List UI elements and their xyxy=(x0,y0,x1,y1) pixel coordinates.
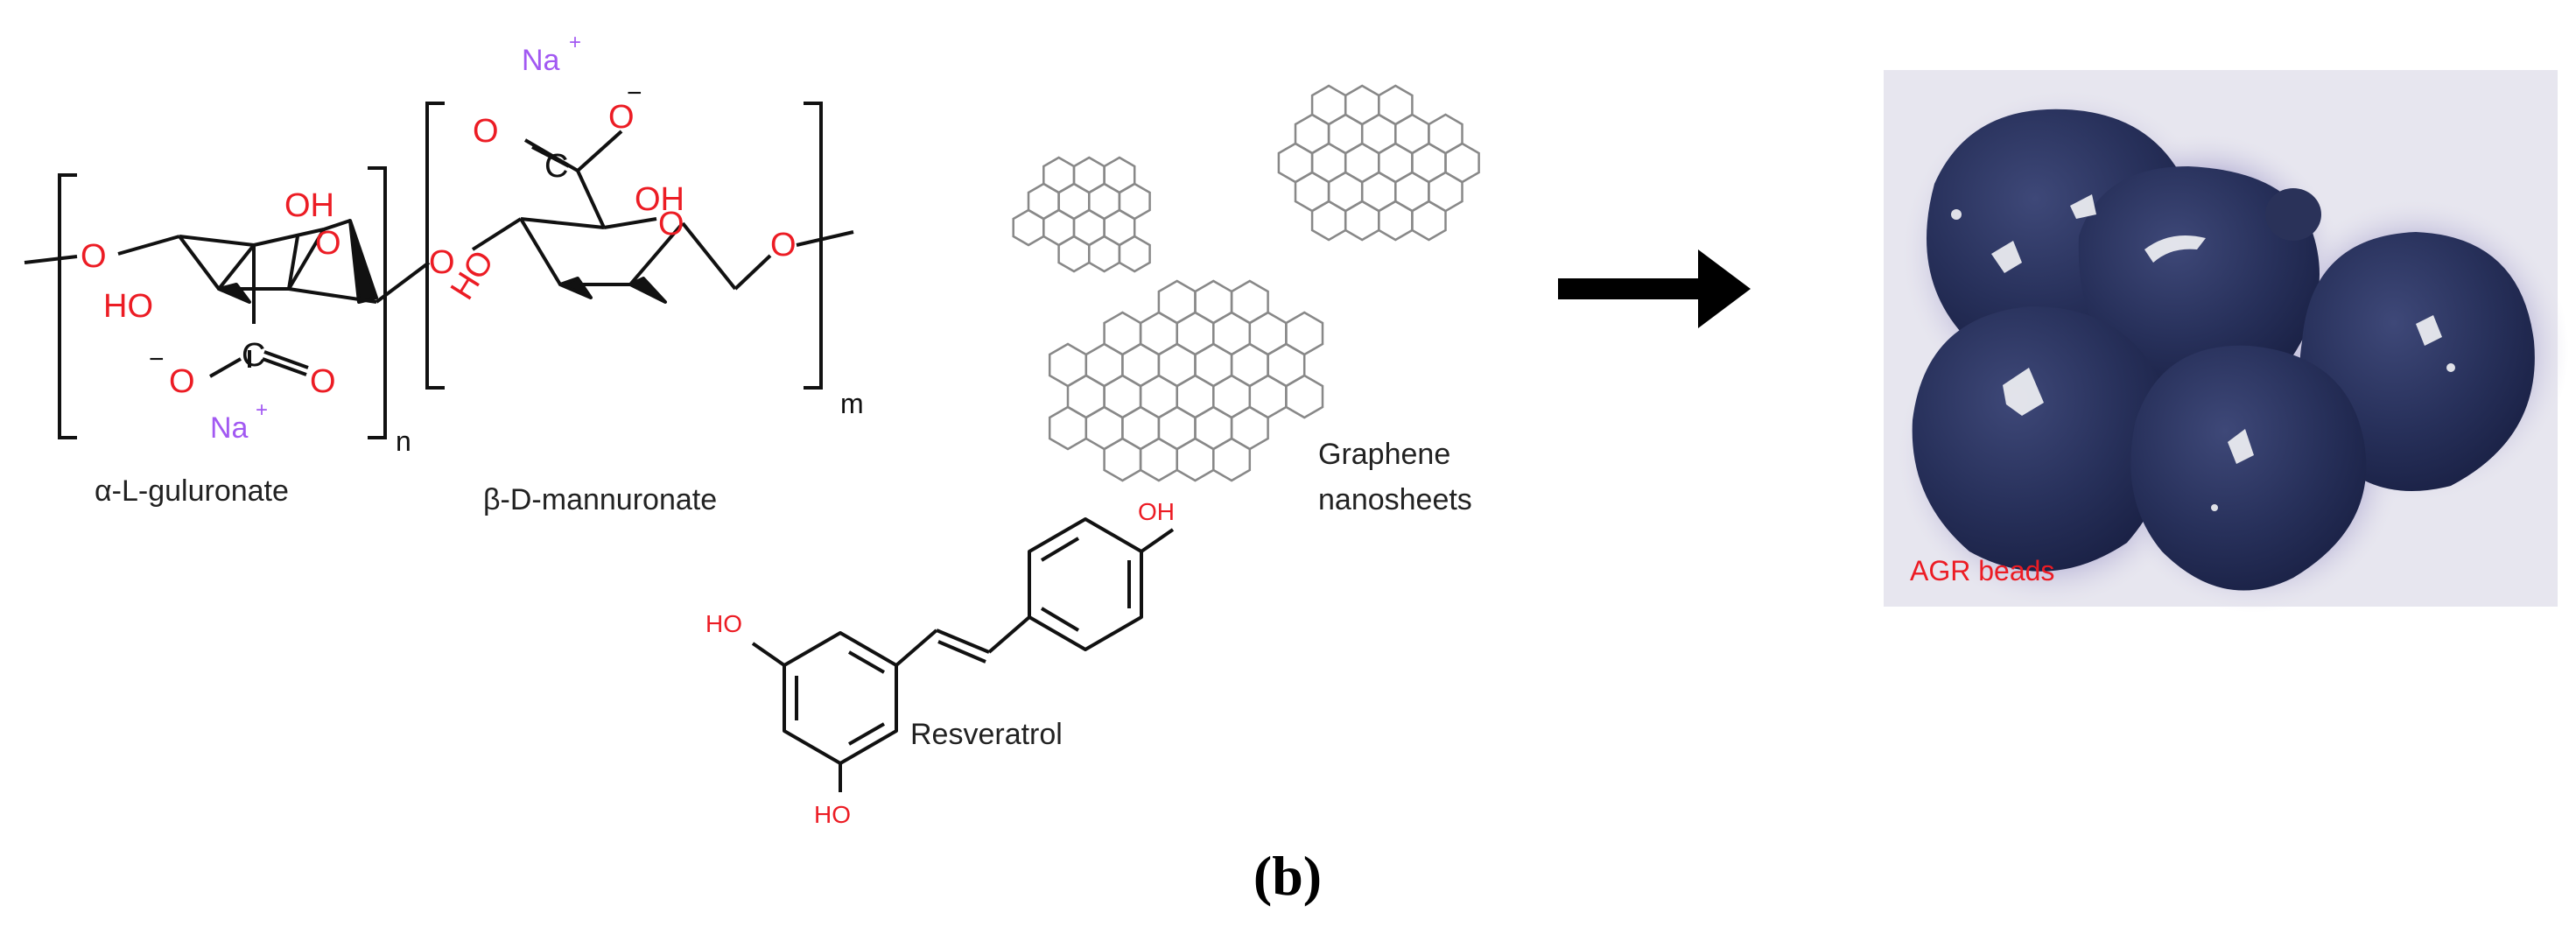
resveratrol-hydroxyl-left: HO xyxy=(705,610,742,637)
graphene-hexagon xyxy=(1012,208,1045,247)
graphene-label-line2: nanosheets xyxy=(1318,483,1472,516)
bead-2 xyxy=(2078,166,2320,392)
resveratrol-hydroxyl-bottom: HO xyxy=(814,801,851,828)
bead-5 xyxy=(2130,345,2367,591)
graphene-hexagon xyxy=(1118,235,1151,273)
graphene-label-line1: Graphene xyxy=(1318,438,1450,471)
ring-oxygen-m: O xyxy=(658,206,684,242)
right-arrow-icon xyxy=(1558,249,1751,328)
carboxylate-oxygen-g2: O xyxy=(310,363,336,400)
bead-photo: AGR beads xyxy=(1884,70,2569,613)
bead-highlights xyxy=(1951,194,2455,511)
subscript-n: n xyxy=(396,425,411,457)
guluronate-brackets xyxy=(58,166,387,439)
minus-sign-m: − xyxy=(627,79,642,108)
sodium-charge-m: + xyxy=(569,31,581,54)
beads xyxy=(1912,109,2535,591)
sodium-ion-g: Na xyxy=(210,411,249,445)
graphene-hexagon xyxy=(1176,437,1215,482)
bead-4 xyxy=(1912,306,2170,572)
carboxylate-oxygen-m2: O xyxy=(608,99,635,136)
glycosidic-oxygen: O xyxy=(429,244,455,281)
resveratrol-structure: OH HO HO Resveratrol xyxy=(705,498,1175,828)
mannuronate-bonds xyxy=(375,130,854,304)
graphene-hexagon xyxy=(1212,437,1252,482)
sodium-ion-m: Na xyxy=(522,44,560,77)
mannuronate-name: β-D-mannuronate xyxy=(483,483,717,516)
resveratrol-label: Resveratrol xyxy=(910,718,1063,751)
graphene-nanosheets: Graphene nanosheets xyxy=(1012,84,1480,516)
panel-label: (b) xyxy=(1253,845,1322,907)
guluronate-carboxylate-bonds xyxy=(209,350,309,378)
graphene-hexagon xyxy=(1310,200,1347,242)
graphene-sheet-small xyxy=(1012,156,1151,273)
sodium-charge-g: + xyxy=(256,398,268,422)
hydroxyl-m1: OH xyxy=(635,181,684,218)
graphene-hexagon xyxy=(1048,405,1088,451)
graphene-hexagon xyxy=(1103,437,1142,482)
hydroxyl-g2: HO xyxy=(103,288,153,325)
graphene-hexagon xyxy=(1285,374,1324,419)
graphene-hexagon xyxy=(1378,200,1414,242)
terminal-oxygen: O xyxy=(770,227,797,263)
mannuronate-brackets xyxy=(425,102,823,390)
guluronate-bonds xyxy=(24,219,378,368)
ring-oxygen-1: O xyxy=(81,238,107,275)
graphene-hexagon xyxy=(1139,437,1178,482)
graphene-hexagon xyxy=(1057,235,1091,273)
carboxyl-carbon-g: C xyxy=(242,337,265,374)
graphene-sheet-medium xyxy=(1277,84,1480,242)
carboxylate-oxygen-g1: O xyxy=(169,363,195,400)
graphene-hexagon xyxy=(1088,235,1121,273)
carboxyl-carbon-m: C xyxy=(544,148,568,185)
hydroxyl-g1: OH xyxy=(284,187,334,224)
minus-sign-g: − xyxy=(149,345,165,374)
carboxylate-oxygen-m1: O xyxy=(473,113,499,150)
graphene-hexagon xyxy=(1344,200,1380,242)
resveratrol-hydroxyl-right: OH xyxy=(1138,498,1175,525)
graphene-sheet-large xyxy=(1048,279,1324,482)
alginate-structure: O OH O HO O O O O O OH O O HO C C − − n … xyxy=(24,31,864,516)
ring-oxygen-g: O xyxy=(315,225,341,262)
bead-small xyxy=(2265,188,2321,241)
subscript-m: m xyxy=(840,388,864,419)
photo-label: AGR beads xyxy=(1910,555,2054,586)
guluronate-name: α-L-guluronate xyxy=(95,474,289,508)
graphene-hexagon xyxy=(1411,200,1447,242)
